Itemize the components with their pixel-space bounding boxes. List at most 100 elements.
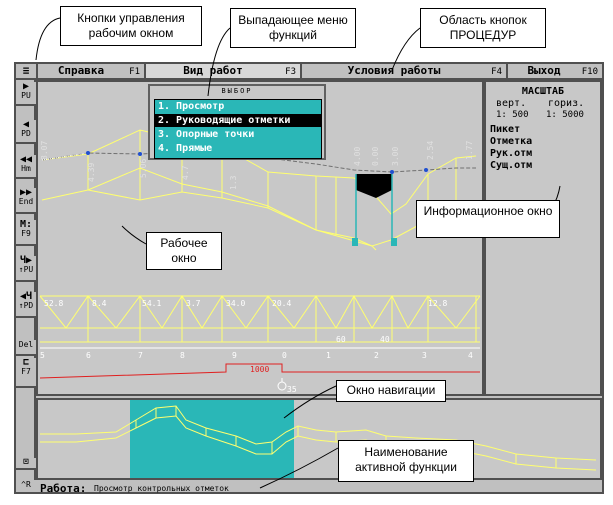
exit-menu[interactable]: Выход F10 [508,64,602,78]
picket-label: 2 [374,351,379,360]
control-line [41,151,476,173]
view-menu[interactable]: Вид работ F3 [146,64,302,78]
elev-label: 1.77 [465,141,474,160]
elev-label: 4.39 [87,163,96,182]
leader-nav [283,385,337,419]
help-menu[interactable]: Справка F1 [38,64,146,78]
window-icon: ⊡ [23,457,29,467]
menu-icon: ≡ [22,64,30,77]
shift-page-down-label: ↑PD [18,301,34,310]
leader-window-buttons [35,17,61,61]
shift-right-icon: Ч▶ [19,255,33,266]
scale-title: МАСШТАБ [521,86,565,97]
conditions-label: Условия работы [347,64,441,77]
callout-nav-window: Окно навигации [336,380,446,402]
dropdown-item-view[interactable]: 1. Просмотр [158,101,225,112]
shift-page-up-button[interactable]: Ч▶↑PU [16,256,36,282]
view-label: Вид работ [183,64,243,77]
conditions-menu[interactable]: Условия работы F4 [302,64,508,78]
slope-label: 20.4 [272,299,291,308]
exit-label: Выход [527,64,561,77]
end-label: End [18,197,34,206]
dropdown-item-lines[interactable]: 4. Прямые [158,143,213,154]
leader-work [121,225,147,245]
elev-label: 4.00 [353,147,362,166]
picket-label: 5 [40,351,45,360]
callout-work-window: Рабочее окно [146,232,222,270]
page-up-button[interactable]: ▶PU [16,82,36,106]
info-window: МАСШТАБ верт. гориз. 1: 500 1: 5000 Пике… [484,80,602,396]
slope-label: 12.8 [428,299,447,308]
status-label: Работа: [40,482,87,495]
dropdown-item-guide-marks[interactable]: 2. Руководящие отметки [155,114,321,127]
redraw-button[interactable]: ^R [16,480,36,492]
help-label: Справка [57,64,105,77]
slope-label: 54.1 [142,299,161,308]
rewind-icon: ◀◀ [19,154,33,165]
navigation-drawing [40,400,597,478]
callout-active-function: Наименование активной функции [338,440,474,482]
page-up-label: PU [21,91,31,100]
slope-label: 3.7 [186,299,201,308]
system-menu-button[interactable]: ≡ [16,64,38,78]
picket-label: 6 [86,351,91,360]
menu-bar: ≡ Справка F1 Вид работ F3 Условия работы… [16,64,602,80]
marker-icon: M: [19,219,33,230]
shift-page-up-label: ↑PU [18,265,34,274]
bottom-line [87,189,377,251]
end-button[interactable]: ▶▶End [16,188,36,214]
leader-procedures [391,27,421,71]
info-row-picket: Пикет [490,124,521,135]
dropdown-item-reference-points[interactable]: 3. Опорные точки [158,129,255,140]
play-icon: ▶ [22,81,30,92]
curvature-line [39,363,480,379]
ground-line [41,129,477,215]
active-function-name: Просмотр контрольных отметок [94,484,229,493]
page-down-label: PD [21,129,31,138]
dropdown-title: ВЫБОР [221,87,253,95]
exit-key: F10 [581,67,598,77]
callout-dropdown-menu: Выпадающее меню функций [230,8,356,48]
curve-label: 1000 [250,365,269,374]
shift-left-icon: ◀Ч [19,291,33,302]
picket-label: 8 [180,351,185,360]
elev-label: 4.7 [181,165,190,180]
shift-page-down-button[interactable]: ◀Ч↑PD [16,292,36,318]
redraw-label: ^R [21,480,31,489]
status-bar: Работа: Просмотр контрольных отметок [16,482,602,495]
home-button[interactable]: ◀◀Hm [16,155,36,179]
f7-button[interactable]: ⊏F7 [16,358,36,388]
vert-value: 1: 500 [496,110,529,120]
nav-viewport[interactable] [130,400,294,478]
picket-label: 9 [232,351,237,360]
elev-label: 1.3 [229,175,238,190]
vert-label: верт. [496,98,527,109]
back-icon: ◀ [22,119,30,130]
picket-label: 4 [468,351,473,360]
marker-label: F9 [21,229,31,238]
elev-label: 3.00 [391,147,400,166]
info-row-elevation: Отметка [490,136,533,147]
cursor-marker-right [391,238,397,246]
page-down-button[interactable]: ◀PD [16,120,36,144]
elev-label: 0.00 [371,147,380,166]
length-label: 60 [336,335,346,344]
picket-label: 7 [138,351,143,360]
view-toggle-button[interactable]: ⊡ [16,458,36,470]
slope-label: 52.8 [44,299,63,308]
elev-label: 2.54 [426,141,435,160]
help-key: F1 [129,67,140,77]
vertical-hatching [87,130,457,235]
slope-label: 34.0 [226,299,245,308]
info-row-existing: Сущ.отм [490,160,533,171]
start-segment [41,152,89,161]
delete-button[interactable]: Del [16,340,36,356]
f7-label: F7 [21,367,31,376]
conditions-key: F4 [491,67,502,77]
fast-forward-icon: ▶▶ [19,187,33,198]
info-row-guide: Рук.отм [490,148,533,159]
marker-button[interactable]: M:F9 [16,220,36,246]
horiz-value: 1: 5000 [546,110,584,120]
marker-label: 35 [287,385,297,394]
